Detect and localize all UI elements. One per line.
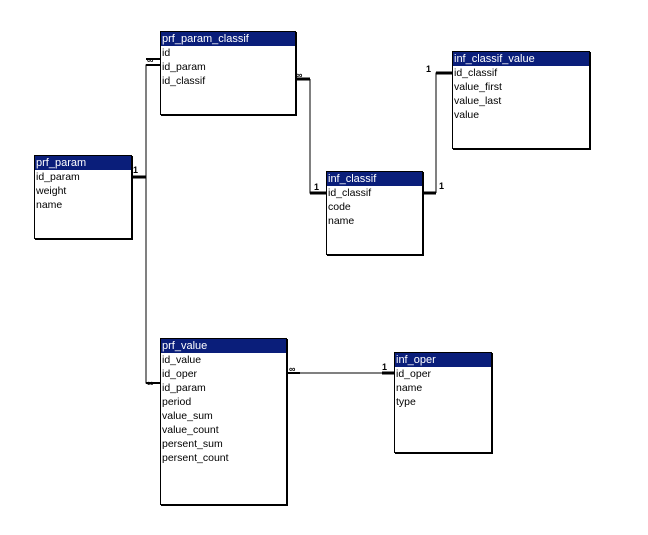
cardinality-one-label: 1 xyxy=(382,362,387,372)
table-field: id_value xyxy=(162,354,202,366)
table-field: value_count xyxy=(162,424,219,436)
table-field: id_classif xyxy=(454,67,498,79)
table-prf-value[interactable]: prf_value id_value id_oper id_param peri… xyxy=(160,338,287,505)
table-field: code xyxy=(328,201,351,213)
table-field: type xyxy=(396,396,416,408)
cardinality-one-label: 1 xyxy=(314,182,319,192)
rel-prf-param xyxy=(132,58,160,384)
table-field: id_classif xyxy=(162,75,206,87)
table-field: id_classif xyxy=(328,187,372,199)
table-prf-param-classif[interactable]: prf_param_classif id id_param id_classif xyxy=(160,31,296,115)
cardinality-many-label: ∞ xyxy=(147,55,154,65)
table-title: inf_oper xyxy=(395,353,491,367)
table-title: inf_classif xyxy=(327,172,422,186)
table-field: id_oper xyxy=(162,368,198,380)
table-field: id_param xyxy=(162,61,206,73)
table-field: weight xyxy=(36,185,67,197)
table-title: prf_value xyxy=(161,339,286,353)
table-field: id_oper xyxy=(396,368,432,380)
table-title: inf_classif_value xyxy=(453,52,589,66)
table-field: id_param xyxy=(162,382,206,394)
table-field: name xyxy=(328,215,355,227)
table-inf-oper[interactable]: inf_oper id_oper name type xyxy=(394,352,492,453)
table-field: name xyxy=(36,199,63,211)
cardinality-one-label: 1 xyxy=(439,181,444,191)
table-title: prf_param_classif xyxy=(161,32,295,46)
table-field: id xyxy=(162,47,171,59)
table-inf-classif[interactable]: inf_classif id_classif code name xyxy=(326,171,423,255)
table-field: id_param xyxy=(36,171,80,183)
table-title: prf_param xyxy=(35,156,131,170)
rel-param-classif-to-classif xyxy=(296,77,326,195)
cardinality-many-label: ∞ xyxy=(147,378,154,388)
table-field: name xyxy=(396,382,423,394)
table-field: value_first xyxy=(454,81,502,93)
table-field: persent_count xyxy=(162,452,229,464)
table-field: period xyxy=(162,396,192,408)
table-field: value xyxy=(454,109,480,121)
rel-classif-to-classif-value xyxy=(423,71,452,195)
table-inf-classif-value[interactable]: inf_classif_value id_classif value_first… xyxy=(452,51,590,149)
cardinality-many-label: ∞ xyxy=(296,70,303,80)
table-field: value_sum xyxy=(162,410,213,422)
table-field: value_last xyxy=(454,95,502,107)
cardinality-one-label: 1 xyxy=(133,165,138,175)
cardinality-one-label: 1 xyxy=(426,64,431,74)
table-prf-param[interactable]: prf_param id_param weight name xyxy=(34,155,132,239)
cardinality-many-label: ∞ xyxy=(289,364,296,374)
table-field: persent_sum xyxy=(162,438,223,450)
